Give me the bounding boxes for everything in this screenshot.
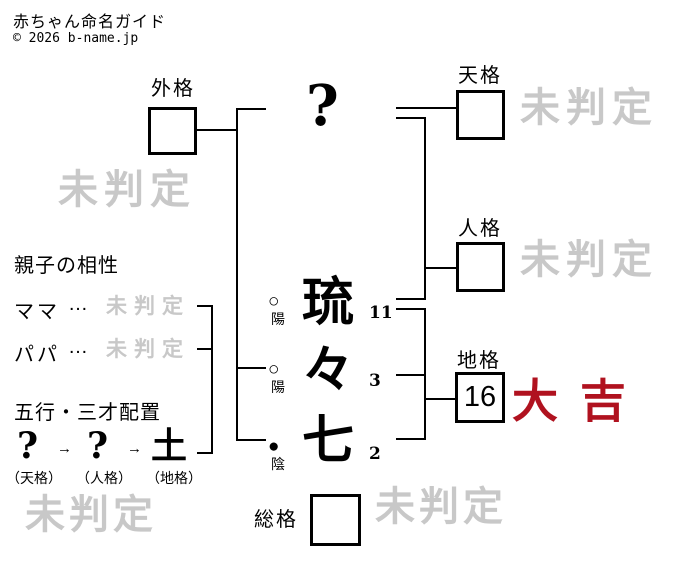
line-gogyou-stub [197, 452, 211, 454]
gogyou-arrow-1: → [57, 440, 72, 457]
compatibility-heading: 親子の相性 [14, 255, 119, 277]
jinkaku-status-watermark: 未判定 [520, 236, 658, 283]
copyright-text: © 2026 b-name.jp [13, 31, 139, 46]
line-parents-bracket-vertical [211, 305, 213, 454]
papa-status: 未判定 [106, 336, 190, 361]
line-mama-stub [197, 305, 211, 307]
gaikaku-label: 外格 [151, 78, 195, 100]
gogyou-label-tenkaku: （天格） [6, 470, 62, 486]
line-gaikaku-stub-char3 [238, 439, 266, 441]
line-surname-to-tenkaku [396, 107, 456, 109]
line-jinkaku-stub-char1 [396, 298, 426, 300]
stroke-count-3: 2 [369, 444, 381, 464]
tenkaku-label: 天格 [458, 65, 502, 87]
soukaku-box [310, 494, 361, 546]
line-gaikaku-connector [197, 129, 238, 131]
mama-label: ママ [14, 301, 60, 323]
line-papa-stub [197, 348, 211, 350]
papa-label: パパ [14, 344, 60, 366]
mama-dots: … [68, 293, 88, 315]
polarity-marker-1: ○ [268, 291, 280, 312]
line-chikaku-stub-char1 [396, 308, 426, 310]
papa-dots: … [68, 336, 88, 358]
polarity-label-1: 陽 [271, 311, 285, 327]
gogyou-arrow-2: → [127, 440, 142, 457]
line-chikaku-stub-char3 [396, 438, 426, 440]
given-char-2: 々 [302, 340, 355, 401]
soukaku-label: 総格 [254, 509, 298, 531]
tenkaku-box [456, 90, 505, 140]
polarity-marker-3: ● [268, 436, 280, 457]
gogyou-symbol-tenkaku: ? [17, 425, 39, 467]
line-jinkaku-bracket-vertical [424, 117, 426, 300]
stroke-count-2: 3 [369, 371, 381, 391]
gogyou-symbol-chikaku: 土 [151, 425, 188, 467]
tenkaku-status-watermark: 未判定 [520, 84, 658, 131]
polarity-label-3: 陰 [271, 456, 285, 472]
surname-char: ? [306, 73, 339, 139]
stroke-count-1: 11 [369, 303, 393, 323]
line-gaikaku-stub-surname [238, 108, 266, 110]
chikaku-label: 地格 [457, 350, 501, 372]
given-char-1: 琉 [302, 272, 355, 333]
chikaku-value: 16 [463, 381, 497, 413]
gogyou-symbol-jinkaku: ? [87, 425, 109, 467]
chikaku-status-daikichi: 大吉 [512, 374, 648, 428]
gogyou-heading: 五行・三才配置 [14, 402, 161, 424]
line-chikaku-connector [426, 398, 455, 400]
given-char-3: 七 [302, 410, 355, 471]
line-jinkaku-connector [426, 267, 456, 269]
jinkaku-box [456, 242, 505, 292]
gaikaku-status-watermark: 未判定 [58, 166, 196, 213]
gogyou-label-jinkaku: （人格） [76, 470, 132, 486]
line-gaikaku-bracket-vertical [236, 108, 238, 441]
gogyou-status-watermark: 未判定 [25, 491, 157, 538]
mama-status: 未判定 [106, 293, 190, 318]
gogyou-label-chikaku: （地格） [146, 470, 202, 486]
jinkaku-label: 人格 [458, 218, 502, 240]
line-jinkaku-stub-surname [396, 117, 426, 119]
gaikaku-box [148, 107, 197, 155]
polarity-marker-2: ○ [268, 359, 280, 380]
chikaku-box: 16 [455, 372, 505, 423]
soukaku-status-watermark: 未判定 [375, 483, 507, 530]
page-title: 赤ちゃん命名ガイド [13, 14, 167, 31]
line-chikaku-stub-char2 [396, 374, 426, 376]
polarity-label-2: 陽 [271, 379, 285, 395]
line-gaikaku-stub-char2 [238, 367, 266, 369]
